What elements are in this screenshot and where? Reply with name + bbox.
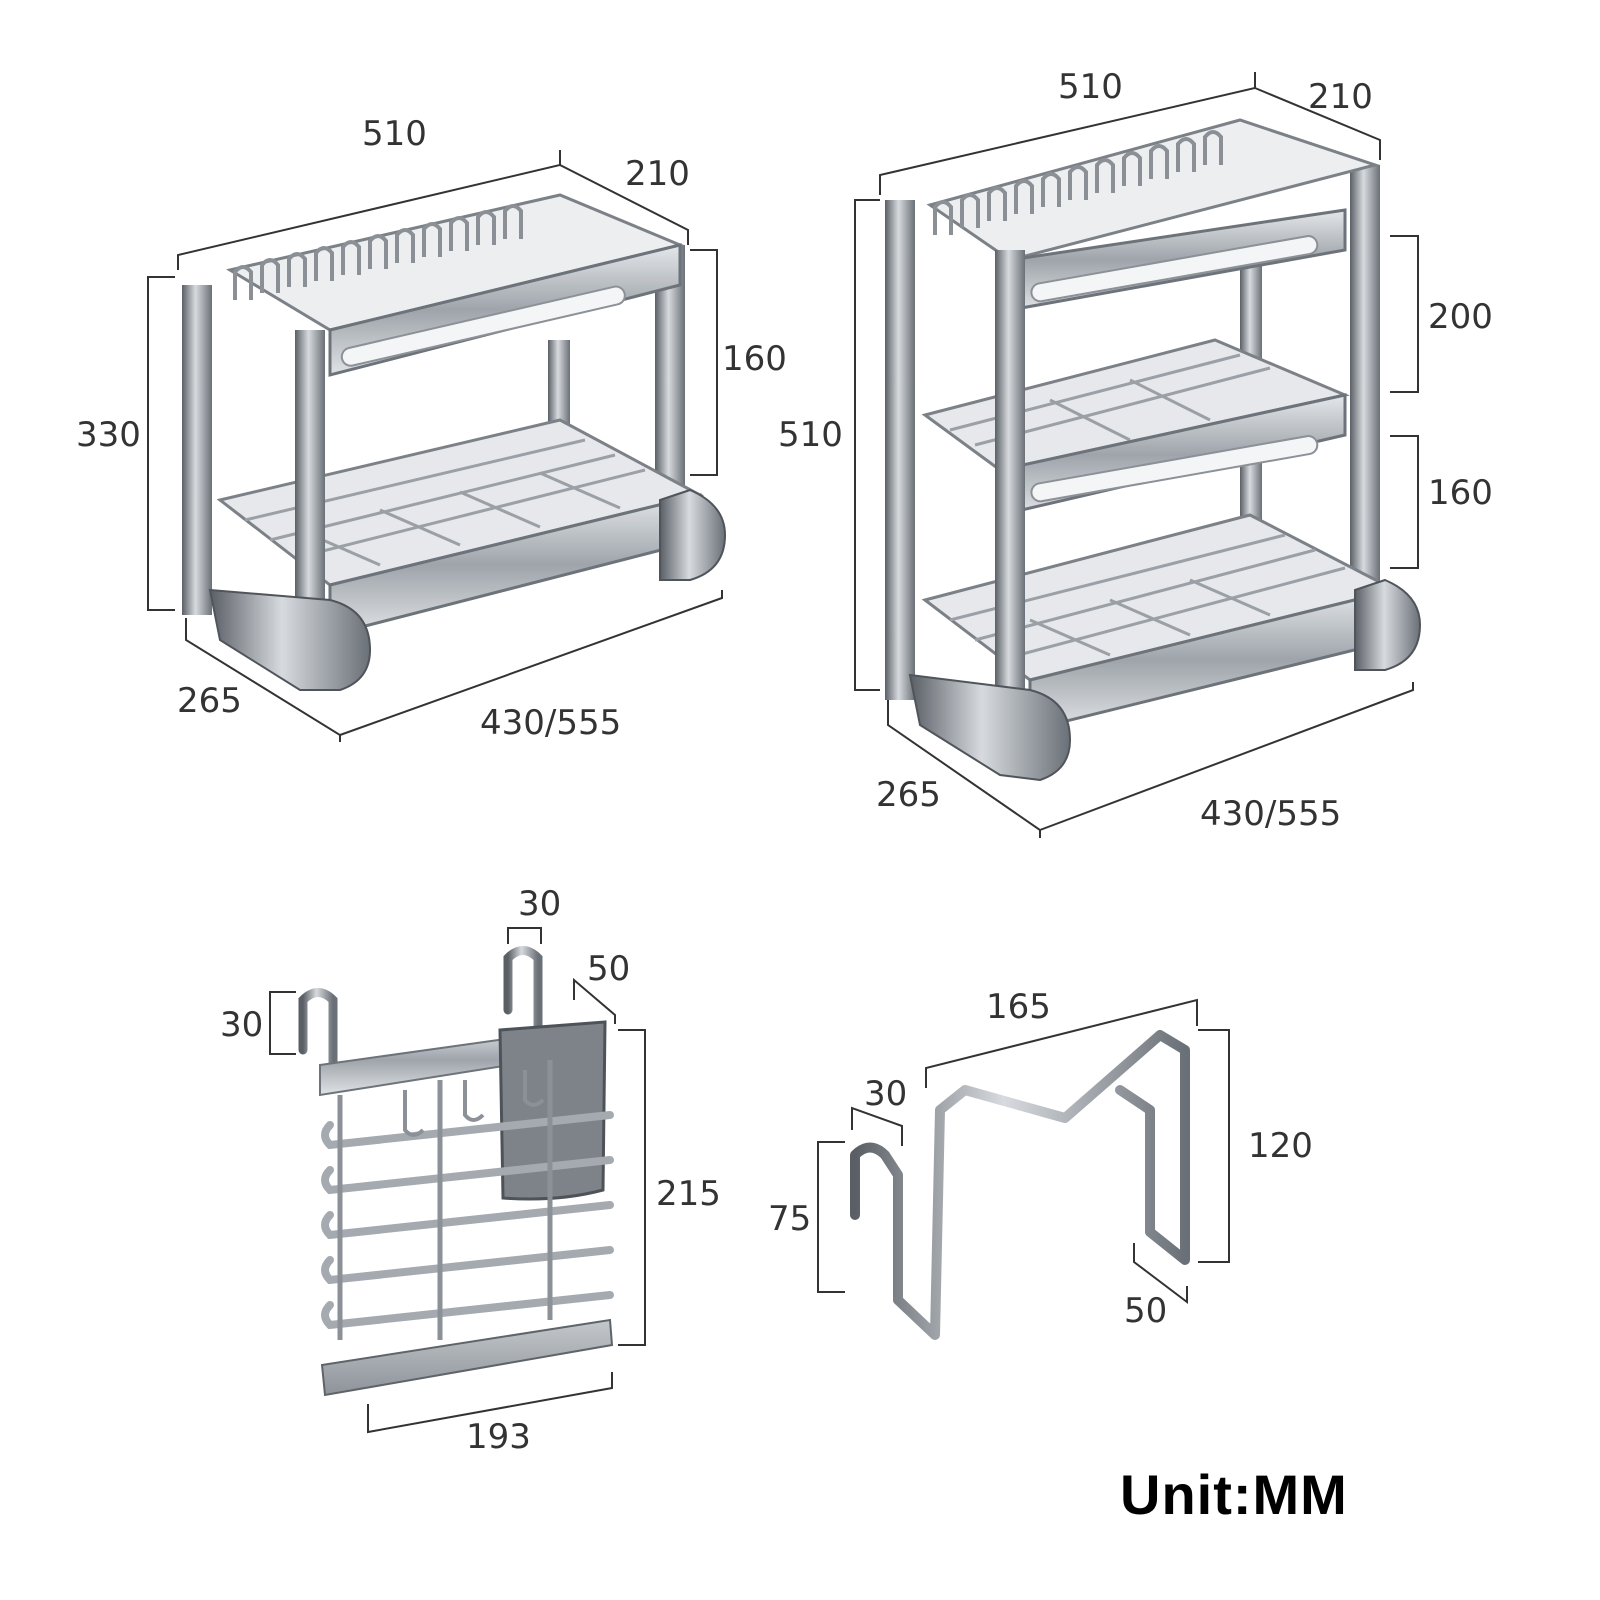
rack2-tier-gap: 160: [722, 339, 787, 379]
holder-hook-depth-top: 30: [518, 884, 561, 924]
two-tier-dimension-lines: [147, 150, 723, 742]
utensil-holder: 30 50 30 215 193: [220, 884, 721, 1457]
rack2-width-bottom: 430/555: [480, 703, 621, 743]
holder-width: 193: [466, 1417, 531, 1457]
board-height-right: 120: [1248, 1126, 1313, 1166]
three-tier-dish-rack: 510 210 510 200 160 265 430/555: [778, 67, 1493, 838]
unit-label: Unit:MM: [1120, 1463, 1348, 1526]
rack3-height-total: 510: [778, 415, 843, 455]
rack3-width-bottom: 430/555: [1200, 794, 1341, 834]
board-foot-depth: 50: [1124, 1291, 1167, 1331]
small-hooks: [403, 1070, 545, 1137]
rack3-tier-gap-upper: 200: [1428, 297, 1493, 337]
two-tier-dish-rack: 510 210 330 160 265 430/555: [76, 114, 787, 743]
rack2-depth-top: 210: [625, 154, 690, 194]
rack3-depth-top: 210: [1308, 77, 1373, 117]
rack2-width-top: 510: [362, 114, 427, 154]
top-plate-wires-3: [933, 130, 1223, 235]
holder-wires: [321, 1111, 614, 1330]
rack3-tier-gap-lower: 160: [1428, 473, 1493, 513]
cutting-board-holder: 165 30 120 75 50: [768, 987, 1313, 1340]
bottom-tray-wires-3: [949, 533, 1346, 662]
three-tier-dimension-lines: [854, 72, 1419, 838]
board-hook-depth: 30: [864, 1074, 907, 1114]
rack2-depth-bottom: 265: [177, 681, 242, 721]
holder-hook-height: 30: [220, 1005, 263, 1045]
board-hook-height: 75: [768, 1199, 811, 1239]
top-plate-wires: [233, 204, 523, 300]
holder-rods: [337, 1060, 553, 1340]
board-holder-dimension-lines: [817, 998, 1230, 1305]
rack2-height-total: 330: [76, 415, 141, 455]
board-width: 165: [986, 987, 1051, 1027]
rack3-width-top: 510: [1058, 67, 1123, 107]
holder-cup-depth: 50: [587, 949, 630, 989]
holder-height: 215: [656, 1174, 721, 1214]
holder-dimension-lines: [269, 927, 646, 1434]
rack3-depth-bottom: 265: [876, 775, 941, 815]
